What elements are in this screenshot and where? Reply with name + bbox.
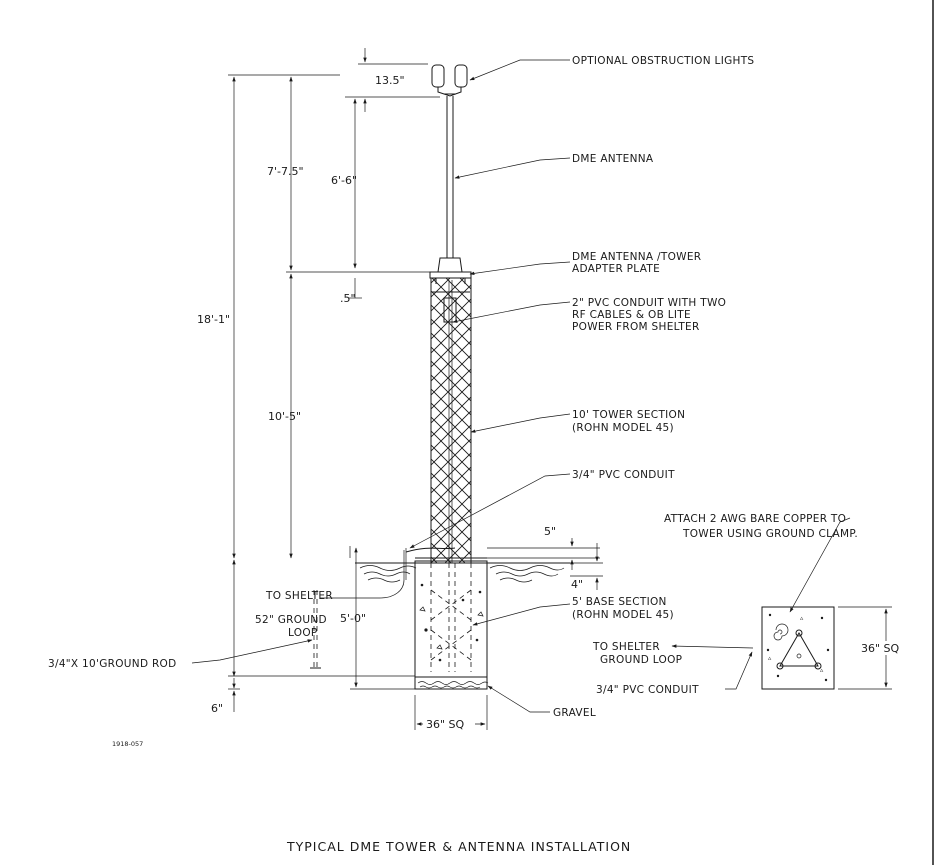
label-attach-copper-1: ATTACH 2 AWG BARE COPPER TO xyxy=(664,513,846,525)
dme-antenna-mast xyxy=(437,96,463,273)
dim-18-1-text: 18'-1" xyxy=(197,313,230,326)
ground-wire-conduit xyxy=(320,547,456,599)
label-ground-loop-52-1: 52" GROUND xyxy=(255,614,327,626)
svg-text:▵: ▵ xyxy=(768,654,772,662)
label-pvc-conduit-2-3: POWER FROM SHELTER xyxy=(572,321,700,333)
dim-4in-text: 4" xyxy=(571,578,583,591)
label-to-shelter-plan-1: TO SHELTER xyxy=(592,641,660,653)
dim-5in-text: 5" xyxy=(544,525,556,538)
svg-text:▵: ▵ xyxy=(820,666,824,674)
callout-adapter-plate: DME ANTENNA /TOWER ADAPTER PLATE xyxy=(469,251,701,276)
dim-5-0: 5'-0" xyxy=(340,546,415,690)
drawing-title: TYPICAL DME TOWER & ANTENNA INSTALLATION xyxy=(286,839,631,854)
dim-6-6-text: 6'-6" xyxy=(331,174,357,187)
dim-4in: 4" xyxy=(570,543,603,591)
label-gravel: GRAVEL xyxy=(553,707,596,719)
ground-rod xyxy=(310,590,321,669)
callout-gravel: GRAVEL xyxy=(487,685,596,719)
label-to-shelter-plan-2: GROUND LOOP xyxy=(600,654,682,666)
dim-0-5: .5" xyxy=(340,278,362,305)
callout-to-shelter-plan: TO SHELTER GROUND LOOP xyxy=(592,641,754,666)
dim-5-0-text: 5'-0" xyxy=(340,612,366,625)
label-base-section-1: 5' BASE SECTION xyxy=(572,596,667,608)
gravel-bed xyxy=(414,676,489,690)
callout-tower-section: 10' TOWER SECTION (ROHN MODEL 45) xyxy=(470,409,685,434)
callout-ground-rod: 3/4"X 10'GROUND ROD xyxy=(48,639,313,670)
label-base-section-2: (ROHN MODEL 45) xyxy=(572,609,674,621)
concrete-foundation xyxy=(414,557,488,678)
dim-13-5: 13.5" xyxy=(358,48,428,112)
label-tower-section-2: (ROHN MODEL 45) xyxy=(572,422,674,434)
dim-13-5-text: 13.5" xyxy=(375,74,405,87)
dim-0-5-text: .5" xyxy=(340,292,356,305)
callout-pvc-conduit-plan: 3/4" PVC CONDUIT xyxy=(596,651,753,696)
callout-pvc-conduit-34: 3/4" PVC CONDUIT xyxy=(409,469,675,549)
callout-obstruction-lights: OPTIONAL OBSTRUCTION LIGHTS xyxy=(469,55,754,81)
dim-10-5-text: 10'-5" xyxy=(268,410,301,423)
callout-base-section: 5' BASE SECTION (ROHN MODEL 45) xyxy=(472,596,674,626)
dim-36sq-plan-text: 36" SQ xyxy=(861,642,900,655)
dim-6in: 6" xyxy=(211,678,240,715)
callout-attach-copper: ATTACH 2 AWG BARE COPPER TO TOWER USING … xyxy=(664,513,858,613)
label-pvc-conduit-2-1: 2" PVC CONDUIT WITH TWO xyxy=(572,297,726,309)
label-ground-rod: 3/4"X 10'GROUND ROD xyxy=(48,658,177,670)
lattice-tower xyxy=(430,277,472,564)
label-dme-antenna: DME ANTENNA xyxy=(572,153,654,165)
label-attach-copper-2: TOWER USING GROUND CLAMP. xyxy=(682,528,858,540)
plan-view-base: ▵ ▵ ▵ xyxy=(761,606,835,690)
drawing-number: 1918-057 xyxy=(112,740,143,748)
dim-6in-text: 6" xyxy=(211,702,223,715)
dim-6-6: 6'-6" xyxy=(331,96,440,269)
svg-text:▵: ▵ xyxy=(800,614,804,622)
label-tower-section-1: 10' TOWER SECTION xyxy=(572,409,685,421)
label-ground-loop-52-2: LOOP xyxy=(288,627,318,639)
obstruction-lights xyxy=(431,64,468,97)
label-pvc-conduit-plan: 3/4" PVC CONDUIT xyxy=(596,684,699,696)
grade-line xyxy=(355,562,570,583)
label-pvc-conduit-2-2: RF CABLES & OB LITE xyxy=(572,309,691,321)
dim-36sq-base-text: 36" SQ xyxy=(426,718,465,731)
dim-7-7-5-text: 7'-7.5" xyxy=(267,165,304,178)
callout-pvc-conduit-2: 2" PVC CONDUIT WITH TWO RF CABLES & OB L… xyxy=(452,297,726,333)
label-pvc-conduit-34: 3/4" PVC CONDUIT xyxy=(572,469,675,481)
label-adapter-plate-2: ADAPTER PLATE xyxy=(572,263,660,275)
dim-10-5: 10'-5" xyxy=(268,271,440,559)
dim-18-1: 18'-1" xyxy=(197,74,340,559)
label-to-shelter-left: TO SHELTER xyxy=(265,590,333,602)
label-obstruction-lights: OPTIONAL OBSTRUCTION LIGHTS xyxy=(572,55,754,67)
dim-7-7-5: 7'-7.5" xyxy=(267,76,304,271)
dim-36sq-base: 36" SQ xyxy=(414,695,488,731)
callout-dme-antenna: DME ANTENNA xyxy=(454,153,654,179)
label-adapter-plate-1: DME ANTENNA /TOWER xyxy=(572,251,701,263)
dim-5in: 5" xyxy=(487,525,600,570)
dim-36sq-plan: 36" SQ xyxy=(838,606,911,690)
